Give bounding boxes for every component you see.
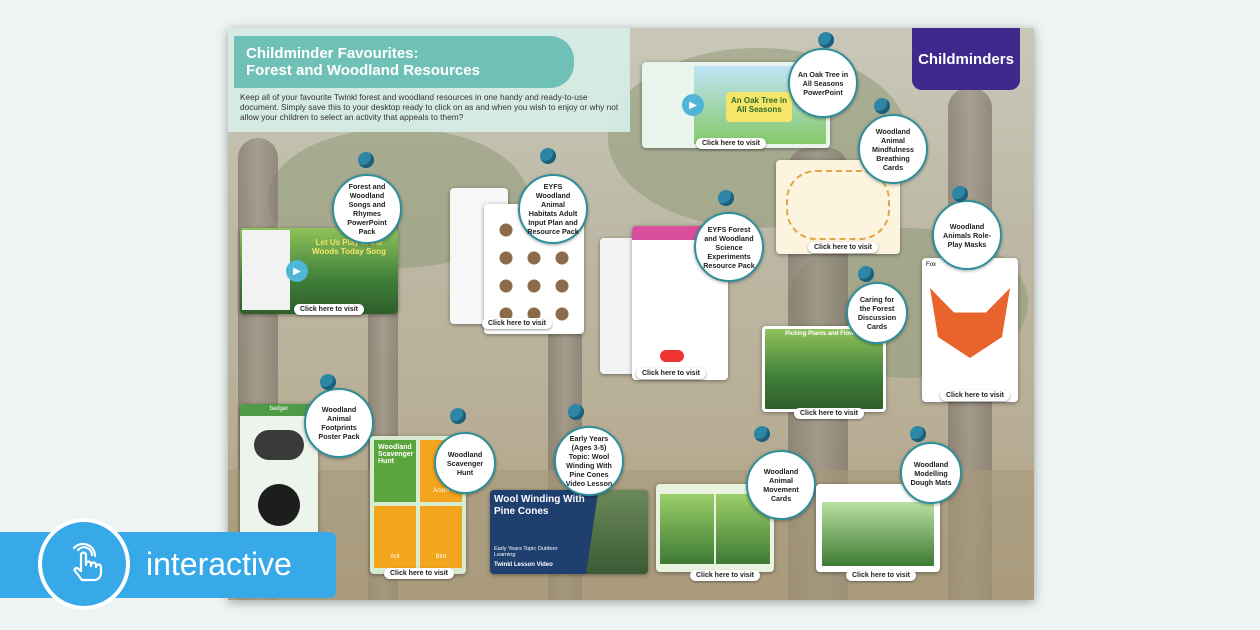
- play-icon[interactable]: ▶: [286, 260, 308, 282]
- oak-tree-card-title: An Oak Tree in All Seasons: [726, 92, 792, 122]
- visit-button-songs[interactable]: Click here to visit: [294, 304, 364, 315]
- visit-button-mindfulness[interactable]: Click here to visit: [808, 242, 878, 253]
- bubble-movement: Woodland Animal Movement Cards: [746, 450, 816, 520]
- bubble-masks: Woodland Animals Role-Play Masks: [932, 200, 1002, 270]
- tap-icon: [38, 518, 130, 610]
- bubble-dough: Woodland Modelling Dough Mats: [900, 442, 962, 504]
- interactive-label: interactive: [146, 546, 292, 582]
- pin-icon: [874, 98, 890, 114]
- pin-icon: [818, 32, 834, 48]
- visit-button-science[interactable]: Click here to visit: [636, 368, 706, 379]
- wool-winding-photo: [586, 490, 648, 574]
- bubble-science: EYFS Forest and Woodland Science Experim…: [694, 212, 764, 282]
- visit-button-dough[interactable]: Click here to visit: [846, 570, 916, 581]
- wool-winding-card-tag: Twinkl Lesson Video: [494, 562, 553, 568]
- title-line-2: Forest and Woodland Resources: [246, 62, 480, 79]
- dough-mats-card[interactable]: [816, 484, 940, 572]
- scavenger-card-title: Woodland Scavenger Hunt: [374, 440, 416, 502]
- header-description: Keep all of your favourite Twinkl forest…: [240, 92, 619, 122]
- pin-icon: [540, 148, 556, 164]
- pin-icon: [858, 266, 874, 282]
- visit-button-oak-tree[interactable]: Click here to visit: [696, 138, 766, 149]
- bubble-mindfulness: Woodland Animal Mindfulness Breathing Ca…: [858, 114, 928, 184]
- pin-icon: [358, 152, 374, 168]
- visit-button-caring[interactable]: Click here to visit: [794, 408, 864, 419]
- pin-icon: [754, 426, 770, 442]
- wool-winding-card-subtitle: Early Years Topic Outdoor Learning: [494, 546, 558, 558]
- bubble-oak-tree: An Oak Tree in All Seasons PowerPoint: [788, 48, 858, 118]
- scavenger-item-ant: Ant: [374, 506, 416, 568]
- songs-slide-strip: [242, 230, 290, 310]
- dough-mat-scene: [822, 502, 934, 566]
- play-icon[interactable]: ▶: [682, 94, 704, 116]
- pin-icon: [910, 426, 926, 442]
- brand-logo: Childminders: [912, 28, 1020, 90]
- wool-winding-card[interactable]: Wool Winding With Pine Cones Early Years…: [490, 490, 648, 574]
- bubble-habitats: EYFS Woodland Animal Habitats Adult Inpu…: [518, 174, 588, 244]
- scissors-image: [660, 350, 684, 362]
- visit-button-habitats[interactable]: Click here to visit: [482, 318, 552, 329]
- footprints-card-title: badger: [240, 404, 318, 416]
- fox-mask-image: [930, 288, 1010, 358]
- bubble-caring: Caring for the Forest Discussion Cards: [846, 282, 908, 344]
- pawprint-image: [258, 484, 300, 526]
- fox-mask-card[interactable]: Fox: [922, 258, 1018, 402]
- wool-winding-card-title: Wool Winding With Pine Cones: [494, 494, 585, 517]
- fox-outline-image: [786, 170, 890, 240]
- fox-mask-card-title: Fox: [926, 262, 937, 268]
- badger-image: [254, 430, 304, 460]
- pin-icon: [718, 190, 734, 206]
- bubble-songs: Forest and Woodland Songs and Rhymes Pow…: [332, 174, 402, 244]
- header-panel: Childminder Favourites: Forest and Woodl…: [228, 28, 630, 132]
- page-title: Childminder Favourites: Forest and Woodl…: [234, 36, 574, 88]
- bubble-wool-winding: Early Years (Ages 3-5) Topic: Wool Windi…: [554, 426, 624, 496]
- visit-button-masks[interactable]: Click here to visit: [940, 390, 1010, 401]
- visit-button-scavenger[interactable]: Click here to visit: [384, 568, 454, 579]
- visit-button-movement[interactable]: Click here to visit: [690, 570, 760, 581]
- scavenger-item-bird: Bird: [420, 506, 462, 568]
- bubble-scavenger: Woodland Scavenger Hunt: [434, 432, 496, 494]
- title-line-1: Childminder Favourites:: [246, 45, 419, 62]
- pin-icon: [450, 408, 466, 424]
- movement-card-badger: [660, 494, 714, 564]
- pin-icon: [568, 404, 584, 420]
- caring-card-title: Picking Plants and Flowers: [785, 331, 863, 337]
- resource-board: Childminder Favourites: Forest and Woodl…: [228, 28, 1034, 600]
- songs-card-title: Let Us Play in the Woods Today Song: [312, 238, 386, 256]
- pin-icon: [952, 186, 968, 202]
- pin-icon: [320, 374, 336, 390]
- bubble-footprints: Woodland Animal Footprints Poster Pack: [304, 388, 374, 458]
